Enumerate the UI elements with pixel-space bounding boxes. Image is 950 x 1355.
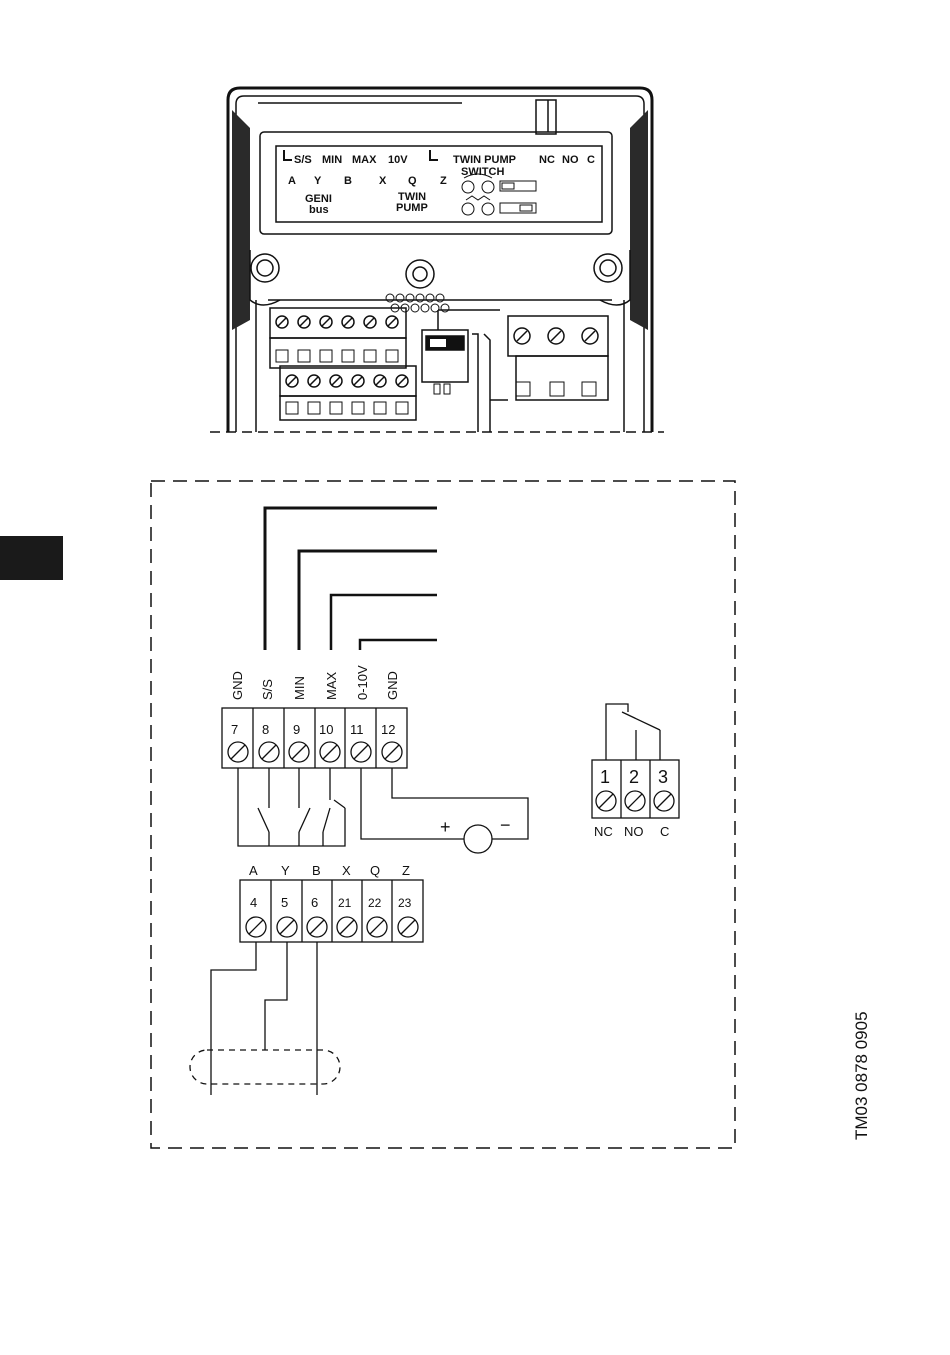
photo-label-y: Y <box>314 175 322 187</box>
photo-label-b: B <box>344 175 352 187</box>
label-0-10v: 0-10V <box>355 665 370 700</box>
switch-wiring <box>238 768 345 846</box>
control-block-labels: GND S/S MIN MAX 0-10V GND <box>230 665 400 700</box>
terminal-8: 8 <box>262 722 269 737</box>
relay-label-no: NO <box>624 824 644 839</box>
relay-screws <box>596 791 674 811</box>
photo-label-q: Q <box>408 175 417 187</box>
label-max: MAX <box>324 672 339 701</box>
label-z: Z <box>402 863 410 878</box>
label-ss: S/S <box>260 679 275 700</box>
terminal-7: 7 <box>231 722 238 737</box>
bus-terminal-numbers: 4 5 6 21 22 23 <box>250 895 412 910</box>
relay-labels: NC NO C <box>594 824 669 839</box>
label-b: B <box>312 863 321 878</box>
photo-screws-relay <box>514 328 598 344</box>
terminal-12: 12 <box>381 722 395 737</box>
label-gnd-7: GND <box>230 671 245 700</box>
label-x: X <box>342 863 351 878</box>
photo-label-c: C <box>587 154 595 166</box>
terminal-11: 11 <box>350 722 364 737</box>
photo-label-x: X <box>379 175 387 187</box>
photo-label-twin-pump: TWIN PUMP <box>453 154 516 166</box>
document-reference: TM03 0878 0905 <box>852 940 876 1140</box>
photo-label-pump: PUMP <box>396 202 428 214</box>
relay-terminal-2: 2 <box>629 767 639 787</box>
photo-label-max: MAX <box>352 154 377 166</box>
photo-label-ss: S/S <box>294 154 312 166</box>
ground-symbol-icon <box>284 150 292 160</box>
photo-label-min: MIN <box>322 154 342 166</box>
relay-contact <box>606 704 660 760</box>
ground-symbol-icon <box>430 150 438 160</box>
photo-label-nc: NC <box>539 154 555 166</box>
label-min: MIN <box>292 676 307 700</box>
control-terminal-numbers: 7 8 9 10 11 12 <box>231 722 395 737</box>
terminal-box-illustration <box>210 88 664 432</box>
relay-terminal-3: 3 <box>658 767 668 787</box>
relay-numbers: 1 2 3 <box>600 767 668 787</box>
relay-terminal-1: 1 <box>600 767 610 787</box>
terminal-6: 6 <box>311 895 318 910</box>
photo-panel-labels: S/S MIN MAX 10V TWIN PUMP NC NO C SWITCH… <box>284 150 595 216</box>
relay-label-c: C <box>660 824 669 839</box>
terminal-23: 23 <box>398 896 412 910</box>
label-y: Y <box>281 863 290 878</box>
bus-terminal-block <box>240 880 423 942</box>
analog-input-loop <box>361 768 528 853</box>
photo-label-no: NO <box>562 154 579 166</box>
photo-label-z: Z <box>440 175 447 187</box>
terminal-22: 22 <box>368 896 382 910</box>
dip-switch-icon <box>462 174 536 215</box>
terminal-5: 5 <box>281 895 288 910</box>
terminal-10: 10 <box>319 722 333 737</box>
sensor-plus: + <box>440 817 451 837</box>
label-gnd-12: GND <box>385 671 400 700</box>
sensor-minus: − <box>500 815 511 835</box>
control-terminal-block <box>222 708 407 768</box>
control-leads <box>265 508 437 650</box>
photo-label-a: A <box>288 175 296 187</box>
label-q: Q <box>370 863 380 878</box>
relay-label-nc: NC <box>594 824 613 839</box>
terminal-4: 4 <box>250 895 257 910</box>
photo-screws-lower <box>286 375 408 387</box>
terminal-9: 9 <box>293 722 300 737</box>
label-a: A <box>249 863 258 878</box>
terminal-21: 21 <box>338 896 352 910</box>
photo-label-10v: 10V <box>388 154 408 166</box>
sensor-circle-icon <box>464 825 492 853</box>
photo-screws-upper <box>276 316 398 328</box>
photo-label-bus: bus <box>309 204 329 216</box>
bus-block-labels: A Y B X Q Z <box>249 863 410 878</box>
bus-cable <box>190 942 340 1095</box>
